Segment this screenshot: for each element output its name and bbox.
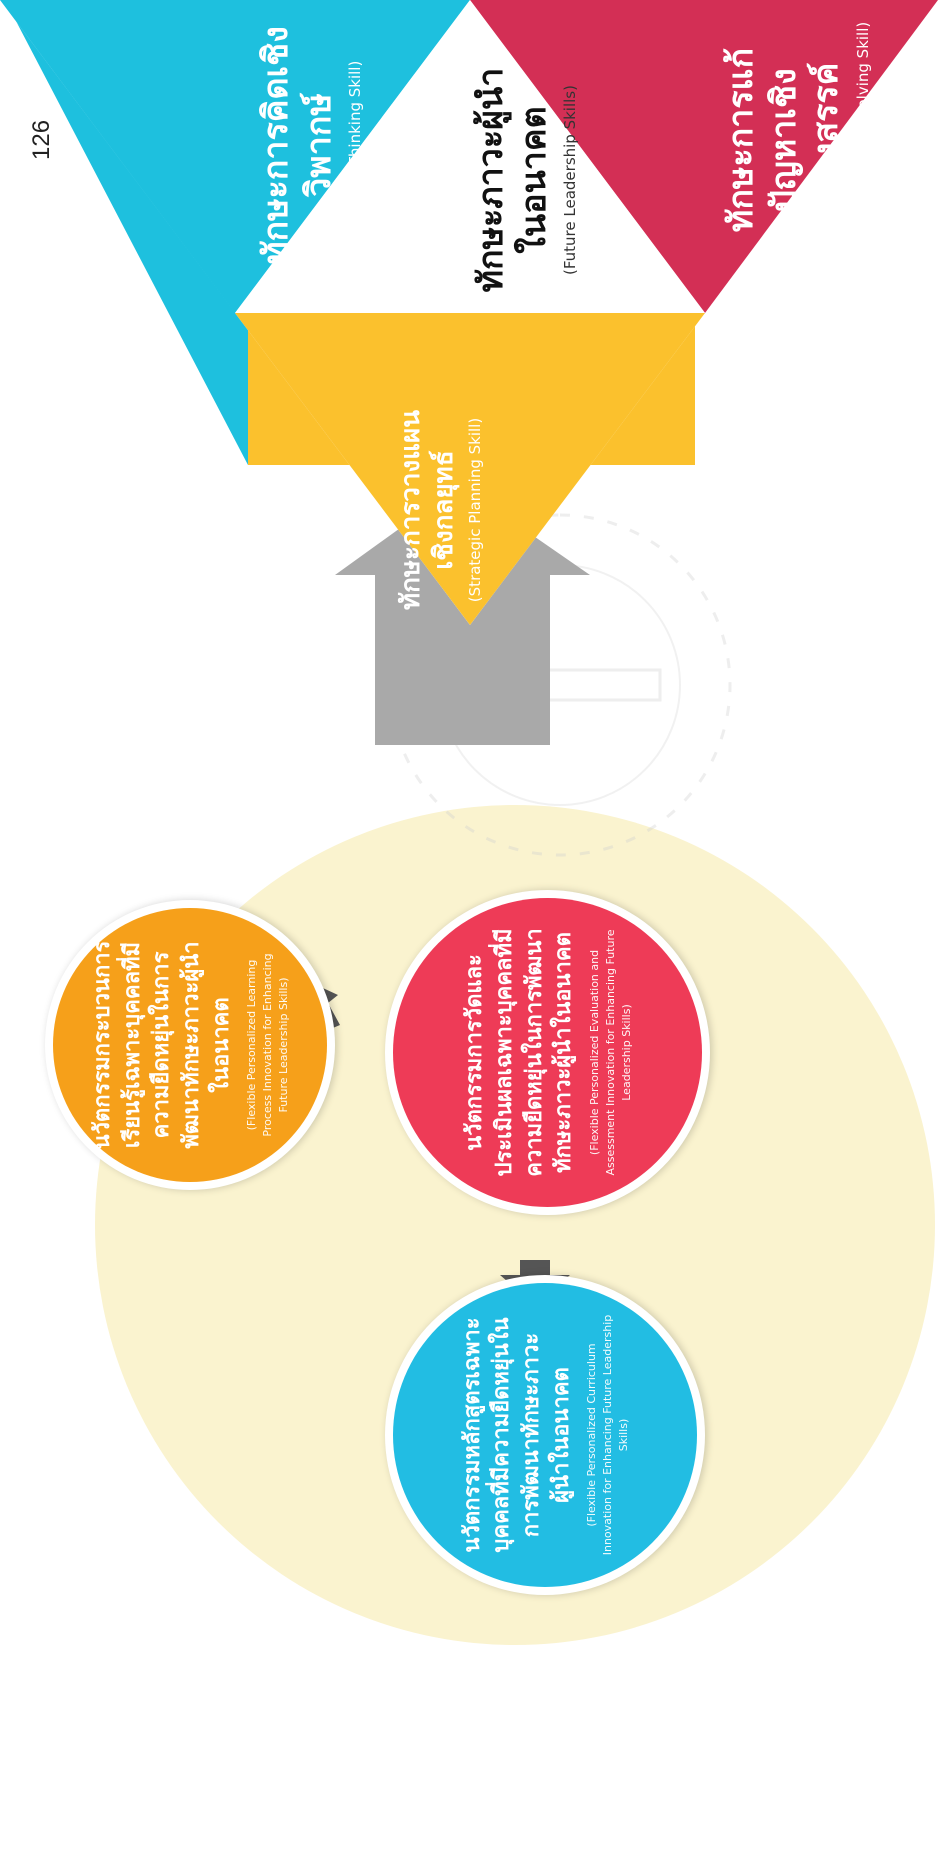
curriculum-innovation-subtitle: (Flexible Personalized Curriculum Innova… xyxy=(585,1314,631,1556)
creative-problem-solving-subtitle: (Creative Problem-Solving Skill) xyxy=(853,21,872,259)
future-leadership-center-triangle xyxy=(235,0,705,313)
future-leadership-label: ทักษะภาวะผู้นำในอนาคต (Future Leadership… xyxy=(470,55,581,305)
assessment-innovation-subtitle: (Flexible Personalized Evaluation and As… xyxy=(587,929,633,1176)
curriculum-innovation-circle: นวัตกรรมหลักสูตรเฉพาะบุคคลที่มีความยืดหย… xyxy=(385,1275,705,1595)
creative-problem-solving-title: ทักษะการแก้ปัญหาเชิงสร้างสรรค์ xyxy=(721,47,846,233)
process-innovation-circle: นวัตกรรมกระบวนการเรียนรู้เฉพาะบุคคลที่มี… xyxy=(45,900,335,1190)
process-innovation-title: นวัตกรรมกระบวนการเรียนรู้เฉพาะบุคคลที่มี… xyxy=(89,940,234,1150)
assessment-innovation-title: นวัตกรรมการวัดและประเมินผลเฉพาะบุคคลที่ม… xyxy=(462,928,577,1177)
critical-thinking-triangle xyxy=(0,0,470,313)
creative-problem-solving-triangle xyxy=(470,0,938,313)
creative-problem-solving-label: ทักษะการแก้ปัญหาเชิงสร้างสรรค์ (Creative… xyxy=(720,15,873,265)
assessment-innovation-circle: นวัตกรรมการวัดและประเมินผลเฉพาะบุคคลที่ม… xyxy=(385,890,710,1215)
strategic-planning-title: ทักษะการวางแผนเชิงกลยุทธ์ xyxy=(396,410,459,610)
future-leadership-subtitle: (Future Leadership Skills) xyxy=(561,85,579,275)
pyramid-top-left-triangle xyxy=(5,0,248,465)
strategic-planning-triangle xyxy=(235,313,705,625)
critical-thinking-subtitle: (Critical Thinking Skill) xyxy=(346,60,364,230)
strategic-planning-label: ทักษะการวางแผนเชิงกลยุทธ์ (Strategic Pla… xyxy=(395,410,486,610)
strategic-planning-subtitle: (Strategic Planning Skill) xyxy=(466,417,484,603)
process-innovation-subtitle: (Flexible Personalized Learning Process … xyxy=(245,953,291,1137)
skills-pyramid xyxy=(0,0,938,625)
critical-thinking-title: ทักษะการคิดเชิงวิพากษ์ xyxy=(256,26,339,264)
curriculum-innovation-title: นวัตกรรมหลักสูตรเฉพาะบุคคลที่มีความยืดหย… xyxy=(459,1317,574,1553)
critical-thinking-label: ทักษะการคิดเชิงวิพากษ์ (Critical Thinkin… xyxy=(255,25,366,265)
future-leadership-title: ทักษะภาวะผู้นำในอนาคต xyxy=(471,67,554,293)
